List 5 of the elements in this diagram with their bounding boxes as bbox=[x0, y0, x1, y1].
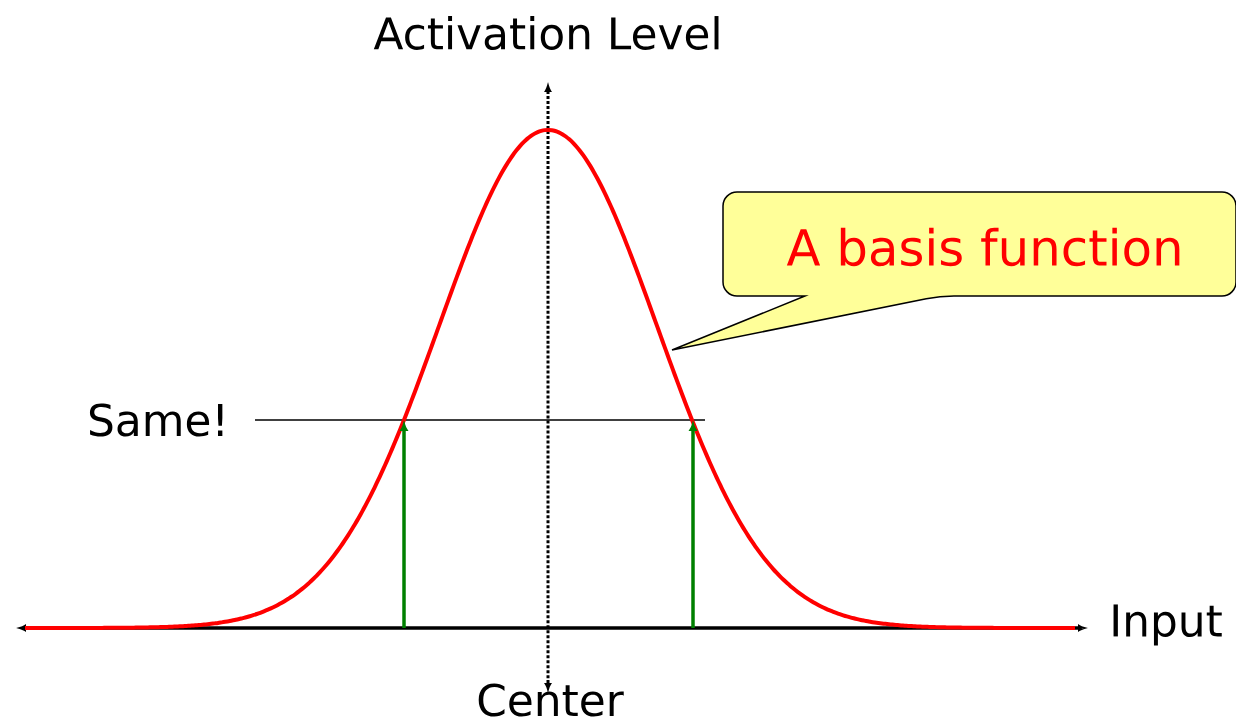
level-label: Same! bbox=[89, 403, 223, 437]
axis-label: Center bbox=[478, 683, 624, 717]
callout-bubble: A basis function bbox=[671, 191, 1236, 351]
axis-label: Input bbox=[1113, 604, 1222, 646]
axis-label: Activation Level bbox=[373, 16, 719, 50]
